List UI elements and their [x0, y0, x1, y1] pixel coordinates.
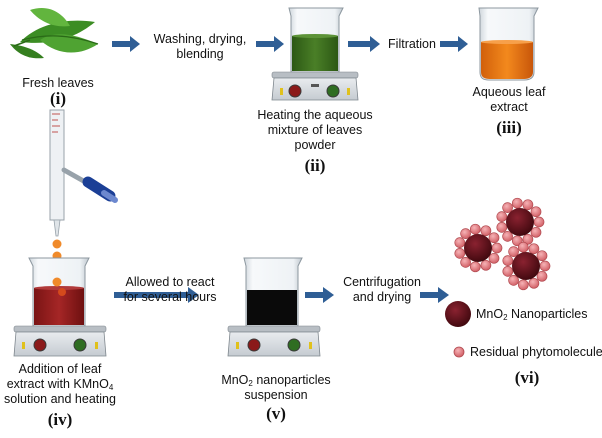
step-vi-label: (vi) [514, 368, 540, 387]
step-v-label: (v) [266, 404, 286, 423]
step-ii-label: (ii) [304, 156, 326, 175]
phytomolecule-dot [502, 231, 513, 242]
phytomolecule-dot [502, 255, 514, 266]
phytomolecule-dot [539, 260, 551, 272]
addition-label: Addition of leaf extract with KMnO4 solu… [4, 362, 116, 406]
legend-nanoparticles-label: MnO2 Nanoparticles [476, 307, 588, 322]
phytomolecule-dot [502, 202, 513, 213]
phytomolecule-dot [502, 266, 514, 277]
phytomolecule-dot [530, 226, 542, 238]
step-i-label: (i) [49, 89, 67, 108]
phytomolecule-dot [460, 228, 471, 239]
nanoparticle-core [464, 234, 492, 262]
fresh-leaves-label: Fresh leaves [22, 76, 94, 90]
phytomolecule-dot [533, 216, 545, 228]
phytomolecule-dot [488, 232, 500, 244]
arrow-4 [440, 36, 468, 52]
nanoparticle-core [512, 252, 540, 280]
washing-label: Washing, drying,blending [153, 32, 247, 61]
arrow-5 [114, 287, 199, 303]
phytomolecule-dot [469, 261, 481, 273]
arrow-3 [348, 36, 380, 52]
phytomolecule-dot [536, 270, 548, 282]
phytomolecule-dot [517, 279, 529, 291]
phytomolecule-dot [508, 246, 519, 257]
legend-phytomolecules-label: Residual phytomolecules [470, 345, 602, 359]
phytomolecule-dot [536, 250, 548, 262]
phytomolecule-dot [528, 277, 540, 289]
phytomolecule-dot [491, 242, 503, 254]
phytomolecule-dot [480, 259, 492, 271]
nanoparticle-core [506, 208, 534, 236]
arrow-7 [420, 287, 449, 303]
hot-plate-beaker-green [271, 7, 359, 101]
phytomolecule-dot [488, 252, 500, 264]
step-iii-label: (iii) [496, 118, 522, 137]
phytomolecule-dot [496, 222, 508, 233]
arrow-2 [256, 36, 284, 52]
phytomolecule-dot [460, 257, 471, 268]
suspension-label: MnO2 nanoparticles suspension [221, 373, 331, 402]
phytomolecule-legend-marker [453, 346, 465, 358]
phytomolecule-dot [480, 225, 492, 237]
phytomolecule-dot [469, 223, 481, 235]
filtration-label: Filtration [388, 37, 436, 51]
arrow-1 [112, 36, 140, 52]
arrows [112, 36, 468, 303]
phytomolecule-dot [511, 197, 523, 209]
step-iv-label: (iv) [47, 410, 73, 429]
fresh-leaves-icon [10, 7, 99, 59]
phytomolecule-dot [454, 237, 466, 248]
phytomolecule-dot [454, 248, 466, 259]
hot-plate-beaker-black [227, 257, 321, 357]
phytomolecule-dot [522, 199, 534, 211]
phytomolecule-dot [522, 233, 534, 245]
nanoparticle-cluster-icon [454, 197, 551, 291]
arrow-6 [305, 287, 334, 303]
beaker-orange-extract [478, 7, 539, 81]
phytomolecule-dot [508, 275, 519, 286]
hot-plate-beaker-red [13, 257, 107, 357]
burette-icon [49, 109, 118, 273]
nanoparticle-legend-marker [445, 301, 471, 327]
phytomolecule-dot [496, 211, 508, 222]
phytomolecule-dot [517, 241, 529, 253]
phytomolecule-dot [530, 206, 542, 218]
phytomolecule-dot [528, 243, 540, 255]
